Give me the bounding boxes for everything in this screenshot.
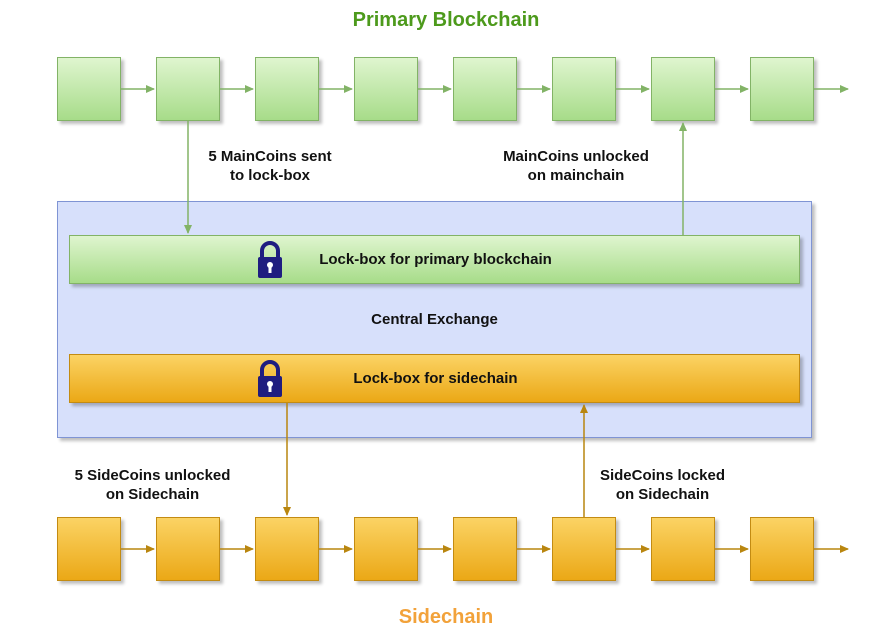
note-maincoins-unlocked-line2: on mainchain: [527, 167, 625, 184]
padlock-icon: [258, 360, 282, 397]
note-sidecoins-locked: SideCoins locked on Sidechain: [580, 466, 745, 504]
lockbox-sidechain-label: Lock-box for sidechain: [353, 370, 518, 387]
side-block-7: [651, 517, 715, 581]
side-block-4: [354, 517, 418, 581]
note-sidecoins-locked-line2: on Sidechain: [615, 486, 710, 503]
note-sidecoins-unlocked: 5 SideCoins unlocked on Sidechain: [50, 466, 255, 504]
sidechain-title: Sidechain: [398, 606, 494, 628]
primary-block-5: [453, 57, 517, 121]
side-block-3: [255, 517, 319, 581]
side-block-5: [453, 517, 517, 581]
primary-block-3: [255, 57, 319, 121]
primary-block-2: [156, 57, 220, 121]
primary-block-4: [354, 57, 418, 121]
note-maincoins-unlocked: MainCoins unlocked on mainchain: [486, 147, 666, 185]
side-block-6: [552, 517, 616, 581]
side-block-8: [750, 517, 814, 581]
lockbox-sidechain: Lock-box for sidechain: [69, 354, 800, 403]
primary-block-7: [651, 57, 715, 121]
primary-block-1: [57, 57, 121, 121]
primary-block-8: [750, 57, 814, 121]
lockbox-primary-blockchain: Lock-box for primary blockchain: [69, 235, 800, 284]
padlock-icon: [258, 241, 282, 278]
note-sidecoins-unlocked-line2: on Sidechain: [105, 486, 200, 503]
note-maincoins-unlocked-line1: MainCoins unlocked: [503, 148, 649, 165]
primary-blockchain-title: Primary Blockchain: [352, 9, 540, 31]
lockbox-primary-label: Lock-box for primary blockchain: [319, 251, 552, 268]
note-maincoins-sent: 5 MainCoins sent to lock-box: [190, 147, 350, 185]
note-maincoins-sent-line1: 5 MainCoins sent: [208, 148, 332, 165]
note-sidecoins-locked-line1: SideCoins locked: [599, 467, 726, 484]
primary-block-6: [552, 57, 616, 121]
note-maincoins-sent-line2: to lock-box: [229, 167, 310, 184]
note-sidecoins-unlocked-line1: 5 SideCoins unlocked: [74, 467, 231, 484]
central-exchange-label: Central Exchange: [371, 311, 498, 328]
side-block-2: [156, 517, 220, 581]
side-block-1: [57, 517, 121, 581]
